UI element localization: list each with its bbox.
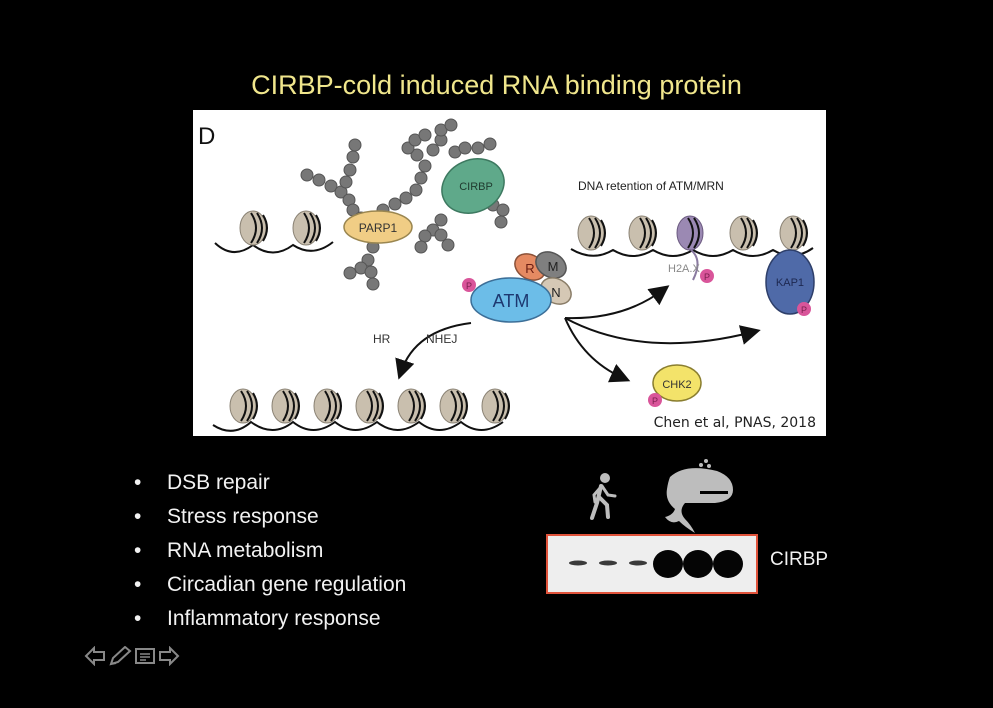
cirbp-label: CIRBP (459, 181, 493, 193)
bullet-item: • RNA metabolism (134, 534, 406, 568)
next-icon[interactable] (158, 645, 180, 671)
phospho-marker (462, 278, 476, 292)
phospho-marker (797, 302, 811, 316)
notes-icon[interactable] (134, 646, 156, 671)
blot-band (713, 550, 743, 578)
svg-text:P: P (652, 396, 658, 406)
blot-band (569, 560, 587, 566)
bullet-text: DSB repair (167, 471, 270, 494)
nucleosome (292, 210, 321, 246)
nucleosome (397, 388, 426, 424)
nucleosome (271, 388, 300, 424)
nucleosome (779, 215, 808, 251)
dna-strand-top-left (214, 241, 334, 254)
phospho-marker (700, 269, 714, 283)
svg-text:P: P (466, 281, 472, 291)
bullet-item: • DSB repair (134, 466, 406, 500)
nucleosome (313, 388, 342, 424)
parp1-label: PARP1 (359, 221, 398, 235)
nhej-label: NHEJ (426, 332, 457, 346)
dna-strand-bottom (212, 420, 504, 432)
figure-citation: Chen et al, PNAS, 2018 (653, 415, 816, 431)
nucleosome (729, 215, 758, 251)
nucleosome (229, 388, 258, 424)
arrow-to-chk2 (564, 317, 631, 383)
previous-icon[interactable] (84, 645, 106, 671)
chk2-label: CHK2 (662, 379, 691, 391)
h2ax-nucleosome (676, 215, 704, 281)
bullet-dot: • (134, 505, 142, 528)
species-icons (590, 459, 733, 533)
pathway-figure: D PARP1 CIRBP DNA retention of ATM/MRN (193, 110, 826, 436)
bullet-dot: • (134, 471, 142, 494)
kap1-label: KAP1 (776, 277, 804, 289)
m-label: M (548, 259, 559, 274)
panel-label: D (198, 123, 215, 150)
bullet-dot: • (134, 539, 142, 562)
hr-label: HR (373, 332, 391, 346)
blot-label: CIRBP (770, 549, 829, 570)
slide-title: CIRBP-cold induced RNA binding protein (251, 70, 742, 100)
h2ax-label: H2A.X (668, 263, 700, 275)
parp1-protein (343, 210, 413, 244)
blot-lanes (569, 550, 743, 578)
blot-band (683, 550, 713, 578)
bullet-text: Stress response (167, 505, 319, 528)
atm-protein (470, 277, 552, 323)
slide-navigation (84, 645, 180, 671)
walking-person-icon (590, 473, 617, 520)
arrow-to-kap1 (564, 317, 761, 345)
nucleosome (577, 215, 606, 251)
blot-band (599, 560, 617, 566)
blot-band (629, 560, 647, 566)
nucleosome (628, 215, 657, 251)
bullet-item: • Inflammatory response (134, 602, 406, 636)
svg-text:P: P (801, 305, 807, 315)
nucleosome (355, 388, 384, 424)
atm-label: ATM (493, 291, 530, 311)
n-label: N (551, 285, 560, 300)
arrow-to-h2ax (564, 285, 670, 320)
r-label: R (525, 261, 534, 276)
arrow-repair (395, 322, 472, 380)
bullet-text: Circadian gene regulation (167, 573, 407, 596)
bullet-dot: • (134, 607, 142, 630)
phospho-marker (648, 393, 662, 407)
bullet-dot: • (134, 573, 142, 596)
dna-retention-label: DNA retention of ATM/MRN (578, 179, 724, 193)
bullet-list: • DSB repair • Stress response • RNA metabo… (134, 466, 406, 636)
pathway-diagram: D PARP1 CIRBP DNA retention of ATM/MRN (198, 118, 815, 432)
bullet-text: RNA metabolism (167, 539, 324, 562)
blot-band (653, 550, 683, 578)
bullet-text: Inflammatory response (167, 607, 381, 630)
cirbp-protein (441, 158, 505, 214)
chk2-protein (652, 364, 702, 402)
svg-text:P: P (704, 272, 710, 282)
kap1-protein (765, 249, 815, 315)
rad50-protein (535, 251, 567, 279)
western-blot (546, 534, 758, 594)
nucleosome (481, 388, 510, 424)
bullet-item: • Circadian gene regulation (134, 568, 406, 602)
pen-icon[interactable] (108, 645, 132, 671)
bullet-item: • Stress response (134, 500, 406, 534)
whale-icon (665, 459, 733, 533)
nucleosome (239, 210, 268, 246)
nucleosome (439, 388, 468, 424)
